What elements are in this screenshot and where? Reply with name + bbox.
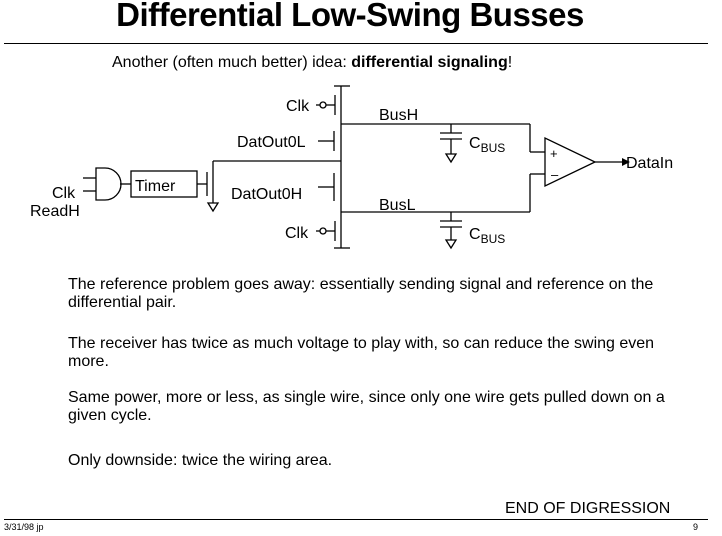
timer-ground-icon	[206, 202, 220, 213]
and-gate-icon	[95, 167, 122, 201]
label-cbus-bottom: CBUS	[469, 226, 505, 246]
label-datout0h: DatOut0H	[231, 186, 302, 203]
top-pmos-bubble	[319, 101, 327, 109]
paragraph-2: The receiver has twice as much voltage t…	[68, 335, 655, 370]
label-data-in: DataIn	[626, 155, 673, 172]
label-bus-h: BusH	[379, 107, 418, 124]
label-clk-bottom: Clk	[285, 225, 309, 242]
label-bus-l: BusL	[379, 197, 416, 214]
cbus-bottom-c: C	[469, 226, 481, 243]
label-timer: Timer	[135, 178, 176, 195]
label-cbus-top: CBUS	[469, 135, 505, 155]
label-clk-top: Clk	[286, 98, 310, 115]
cbus-bottom-sub: BUS	[481, 232, 506, 246]
label-datout0l: DatOut0L	[237, 134, 306, 151]
cap-bottom-ground-icon	[444, 239, 458, 250]
label-plus: +	[550, 146, 558, 161]
intro-line: Another (often much better) idea: differ…	[112, 54, 512, 72]
slide-title: Differential Low-Swing Busses	[116, 0, 584, 33]
paragraph-4: Only downside: twice the wiring area.	[68, 452, 333, 469]
differential-bus-schematic: Clk BusH DatOut0L CBUS Timer Clk ReadH D…	[30, 85, 673, 250]
end-note: END OF DIGRESSION	[505, 500, 671, 517]
footer-date: 3/31/98 jp	[4, 522, 44, 532]
paragraph-1: The reference problem goes away: essenti…	[68, 276, 654, 311]
data-in-arrow-icon	[622, 158, 630, 166]
label-clk-in: Clk	[52, 185, 76, 202]
intro-suffix: !	[507, 54, 513, 71]
cbus-top-c: C	[469, 135, 481, 152]
footer-page: 9	[693, 522, 699, 532]
footer-rule	[4, 519, 708, 520]
label-readh: ReadH	[30, 203, 80, 220]
title-rule	[4, 43, 708, 44]
bottom-pmos-bubble	[319, 227, 327, 235]
cap-top-ground-icon	[444, 153, 458, 164]
intro-prefix: Another (often much better) idea:	[112, 54, 352, 71]
intro-bold: differential signaling	[351, 54, 508, 71]
cbus-top-sub: BUS	[481, 141, 506, 155]
paragraph-3: Same power, more or less, as single wire…	[68, 389, 665, 424]
diff-amp-icon	[544, 136, 597, 188]
label-minus: –	[551, 167, 559, 182]
